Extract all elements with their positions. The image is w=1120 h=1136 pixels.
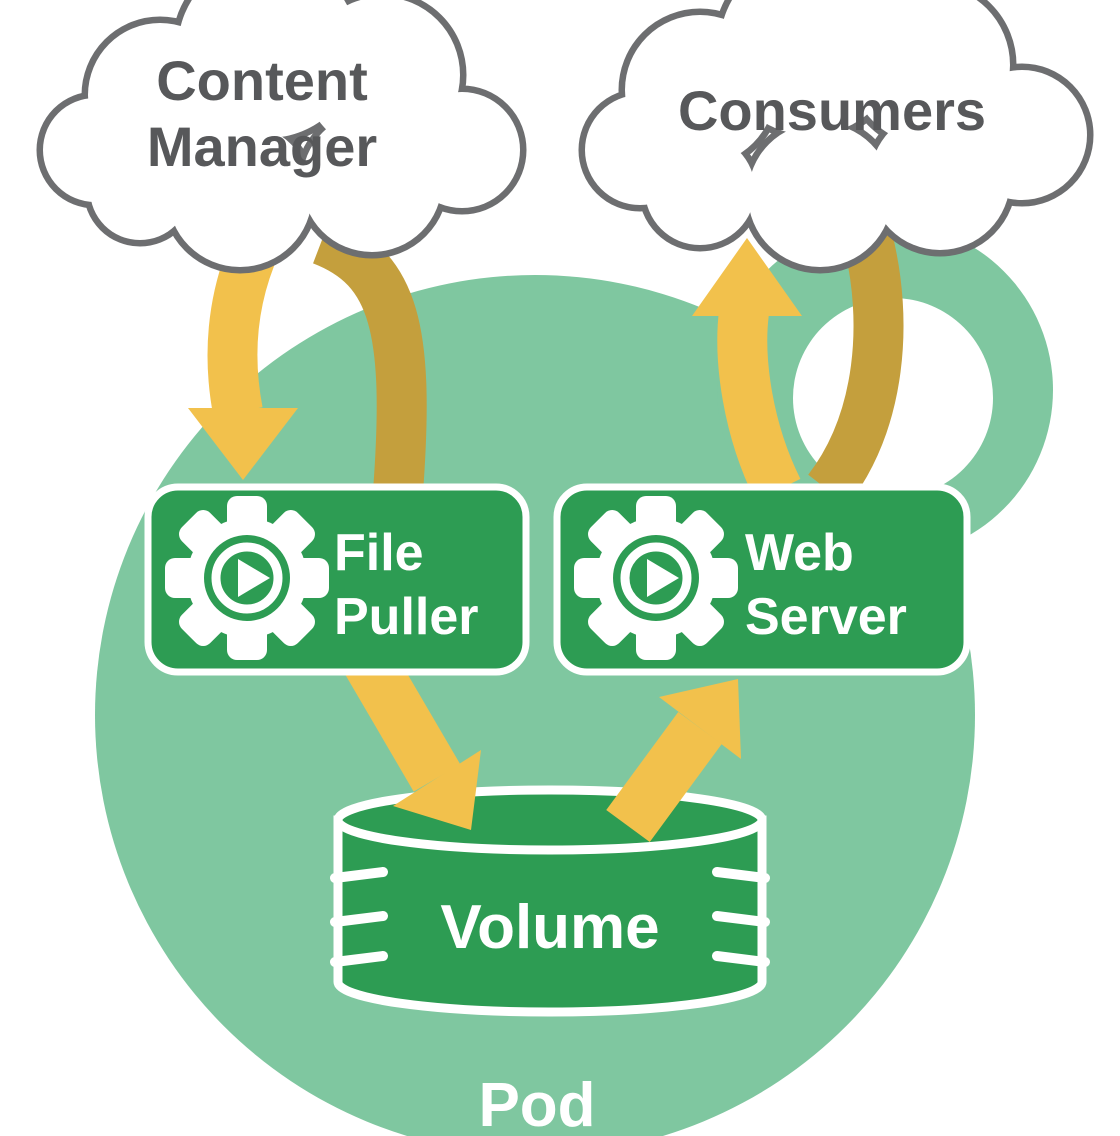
arrow-gold-leg-right — [807, 233, 904, 506]
arrow-yellow-leg-right — [717, 308, 801, 502]
arrow-filepuller-to-volume — [344, 646, 481, 830]
arrow-webserver-to-consumers — [692, 233, 904, 506]
web-server-label-line1: Web — [745, 524, 854, 582]
volume-cylinder: Volume — [330, 785, 770, 1017]
pod-label: Pod — [478, 1071, 595, 1136]
content-manager-label-line2: Manager — [147, 115, 377, 178]
gear-play-icon — [165, 496, 329, 660]
web-server-label-line2: Server — [745, 588, 907, 646]
content-manager-label-line1: Content — [156, 49, 368, 112]
file-puller-container: File Puller — [144, 483, 530, 676]
arrowhead-up — [692, 238, 802, 316]
arrow-volume-to-webserver — [606, 679, 741, 842]
consumers-label: Consumers — [678, 79, 986, 142]
web-server-container: Web Server — [553, 483, 971, 676]
volume-serration-marks — [330, 867, 770, 967]
content-manager-cloud: Content Manager — [36, 0, 527, 274]
consumers-cloud: Consumers — [578, 0, 1094, 274]
gear-play-icon — [574, 496, 738, 660]
file-puller-label-line1: File — [334, 524, 424, 582]
file-puller-label-line2: Puller — [334, 588, 479, 646]
arrowhead-down — [188, 408, 298, 480]
volume-label: Volume — [440, 893, 659, 962]
